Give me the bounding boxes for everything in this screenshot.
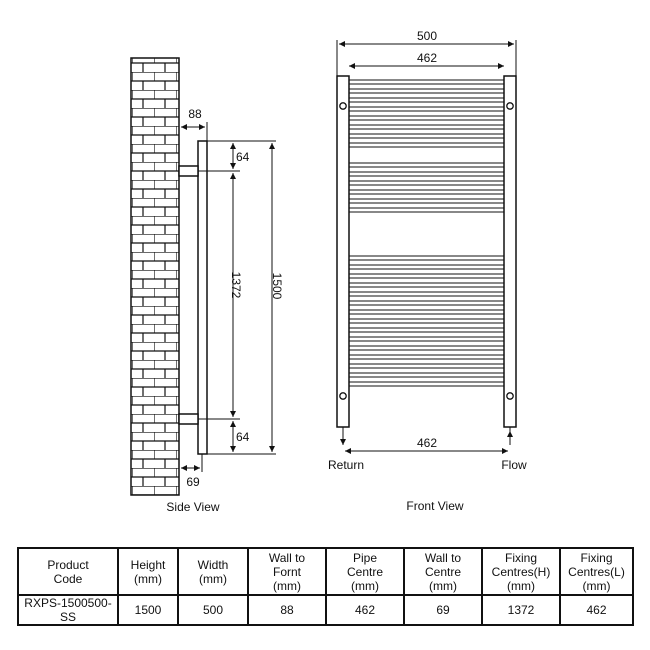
header-width: Width (mm) <box>177 547 249 596</box>
towel-bar <box>348 291 505 297</box>
brick-wall <box>130 57 180 496</box>
towel-bar <box>348 142 505 148</box>
towel-bar <box>348 318 505 324</box>
towel-bar <box>348 336 505 342</box>
height-label: 1500 <box>270 273 284 300</box>
technical-drawing: 88 69 64 1372 64 1500 Side View 500 462 <box>130 29 527 514</box>
towel-rail-bars <box>348 79 505 387</box>
right-rail <box>503 75 517 428</box>
overall-width-label: 500 <box>417 29 437 43</box>
towel-bar <box>348 273 505 279</box>
towel-bar <box>348 133 505 139</box>
side-view: 88 69 64 1372 64 1500 Side View <box>130 57 284 514</box>
towel-bar <box>348 345 505 351</box>
towel-bar <box>348 264 505 270</box>
towel-bar <box>348 327 505 333</box>
fixing-point-top-left <box>339 102 347 110</box>
towel-bar <box>348 124 505 130</box>
pipe-centres-label: 462 <box>417 436 437 450</box>
cell-width: 500 <box>177 594 249 626</box>
fixing-centres-label: 1372 <box>229 272 243 299</box>
towel-bar <box>348 309 505 315</box>
bar-width-label: 462 <box>417 51 437 65</box>
towel-bar <box>348 207 505 213</box>
towel-bar <box>348 115 505 121</box>
fixing-point-bottom-right <box>506 392 514 400</box>
bottom-offset-label: 64 <box>236 430 250 444</box>
cell-fixing-centres-l: 462 <box>559 594 634 626</box>
table-row: RXPS-1500500-SS 1500 500 88 462 69 1372 … <box>17 594 634 626</box>
cell-pipe-centre: 462 <box>325 594 405 626</box>
towel-bar <box>348 255 505 261</box>
flow-label: Flow <box>501 458 527 472</box>
towel-bar <box>348 198 505 204</box>
table-header-row: Product Code Height (mm) Width (mm) Wall… <box>17 547 634 596</box>
towel-bar <box>348 97 505 103</box>
header-fixing-centres-h: Fixing Centres(H) (mm) <box>481 547 561 596</box>
wall-to-centre-label: 69 <box>186 475 200 489</box>
header-fixing-centres-l: Fixing Centres(L) (mm) <box>559 547 634 596</box>
radiator-side-profile <box>197 140 208 455</box>
towel-bar <box>348 282 505 288</box>
specification-table: Product Code Height (mm) Width (mm) Wall… <box>17 547 634 626</box>
top-offset-label: 64 <box>236 150 250 164</box>
top-bracket <box>178 165 199 177</box>
header-wall-to-centre: Wall to Centre (mm) <box>403 547 483 596</box>
front-view: 500 462 462 Return Flow Front View <box>328 29 527 513</box>
header-height: Height (mm) <box>117 547 179 596</box>
header-wall-to-front: Wall to Fornt (mm) <box>247 547 327 596</box>
towel-bar <box>348 171 505 177</box>
left-rail <box>336 75 350 428</box>
towel-bar <box>348 354 505 360</box>
cell-product-code: RXPS-1500500-SS <box>17 594 119 626</box>
towel-bar <box>348 162 505 168</box>
towel-bar <box>348 189 505 195</box>
fixing-point-top-right <box>506 102 514 110</box>
front-view-caption: Front View <box>406 499 463 513</box>
bottom-bracket <box>178 413 199 425</box>
towel-bar <box>348 381 505 387</box>
cell-fixing-centres-h: 1372 <box>481 594 561 626</box>
towel-bar <box>348 363 505 369</box>
cell-height: 1500 <box>117 594 179 626</box>
towel-bar <box>348 88 505 94</box>
towel-bar <box>348 372 505 378</box>
cell-wall-to-front: 88 <box>247 594 327 626</box>
towel-bar <box>348 79 505 85</box>
towel-bar <box>348 180 505 186</box>
return-label: Return <box>328 458 364 472</box>
side-view-caption: Side View <box>166 500 219 514</box>
header-product-code: Product Code <box>17 547 119 596</box>
cell-wall-to-centre: 69 <box>403 594 483 626</box>
fixing-point-bottom-left <box>339 392 347 400</box>
towel-bar <box>348 300 505 306</box>
towel-bar <box>348 106 505 112</box>
wall-to-front-label: 88 <box>188 107 202 121</box>
header-pipe-centre: Pipe Centre (mm) <box>325 547 405 596</box>
